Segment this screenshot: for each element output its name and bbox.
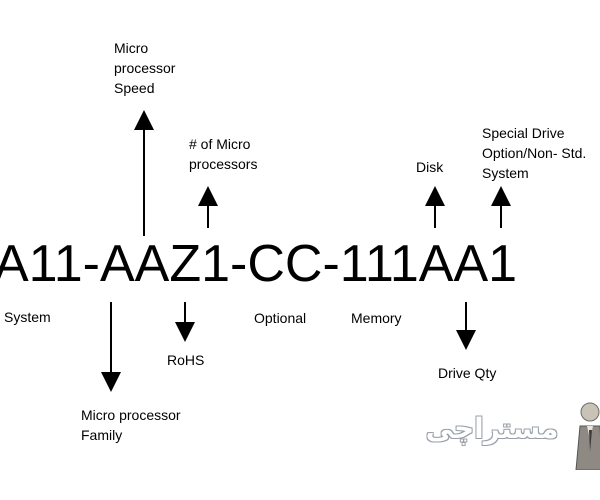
label-disk: Disk	[416, 159, 444, 175]
label-speed: Micro processor Speed	[114, 40, 176, 96]
watermark-text: مستراچی	[425, 412, 559, 445]
label-system: System	[4, 309, 51, 325]
label-memory: Memory	[351, 310, 402, 326]
label-drive-qty: Drive Qty	[438, 365, 497, 381]
label-optional: Optional	[254, 310, 307, 326]
watermark-logo: مستراچی	[408, 400, 600, 470]
label-num-processors: # of Micro processors	[189, 136, 258, 172]
label-rohs: RoHS	[167, 352, 205, 368]
label-family: Micro processor Family	[81, 407, 181, 443]
person-icon	[575, 402, 600, 470]
part-number-code: A11-AAZ1-CC-111AA1	[0, 235, 518, 293]
label-special-drive: Special Drive Option/Non- Std. System	[482, 125, 587, 181]
